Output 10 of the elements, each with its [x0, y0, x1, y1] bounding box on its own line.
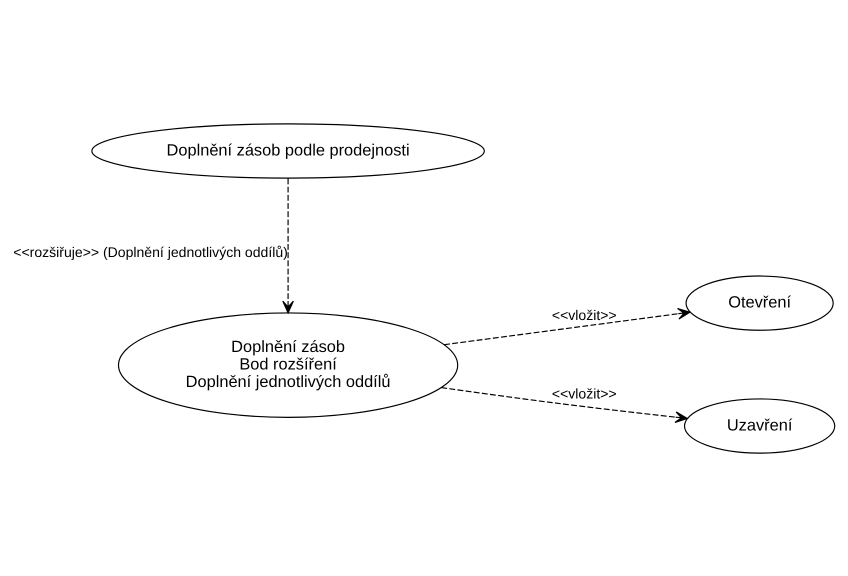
- node-ellipse: Uzavření: [684, 398, 836, 454]
- node-ellipse: Doplnění zásob Bod rozšíření Doplnění jednotlivých oddílů: [118, 312, 458, 418]
- node-ellipse: Doplnění zásob podle prodejnosti: [91, 122, 485, 178]
- edge-label: <<vložit>>: [552, 306, 617, 323]
- edge-label: <<rozšiřuje>> (Doplnění jednotlivých oddílů): [13, 244, 288, 260]
- node-ellipse: Otevření: [685, 274, 834, 330]
- arrow: [441, 386, 688, 422]
- edge-label: <<vložit>>: [552, 385, 617, 402]
- arrow: [444, 307, 690, 345]
- arrow: [282, 178, 294, 313]
